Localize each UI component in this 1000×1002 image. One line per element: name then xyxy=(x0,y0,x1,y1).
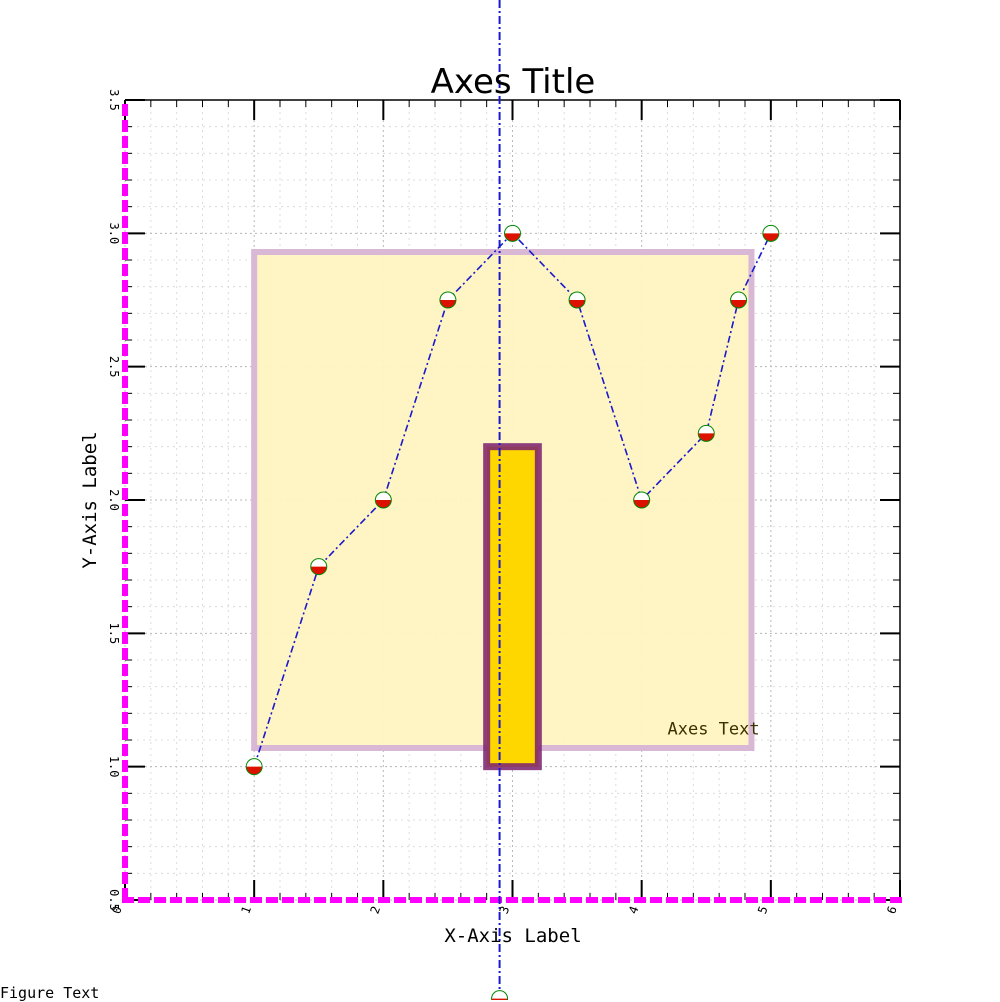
x-tick-label: 3 xyxy=(497,904,513,916)
data-point xyxy=(310,558,328,576)
marker-edge xyxy=(697,424,715,442)
marker-bottom-half xyxy=(246,766,263,775)
data-point xyxy=(439,291,457,309)
marker-bottom-half xyxy=(633,500,650,508)
marker-edge xyxy=(568,291,586,309)
data-point-extra xyxy=(491,990,509,1000)
x-tick-label: 2 xyxy=(368,904,384,916)
x-tick-label: 4 xyxy=(626,904,642,916)
marker-edge xyxy=(491,990,509,1000)
x-axis-label: X-Axis Label xyxy=(444,925,581,947)
y-tick-label: 3.0 xyxy=(107,222,121,244)
data-point xyxy=(633,491,651,509)
marker-edge xyxy=(310,558,328,576)
marker-edge xyxy=(439,291,457,309)
marker-top-half xyxy=(491,990,508,1000)
data-point xyxy=(374,491,392,509)
y-tick-label: 3.5 xyxy=(107,89,121,111)
marker-bottom-half xyxy=(698,433,715,442)
bar xyxy=(483,443,542,771)
marker-edge xyxy=(633,491,651,509)
y-tick-label: 2.5 xyxy=(107,356,121,378)
marker-bottom-half xyxy=(310,566,327,575)
y-axis-label: Y-Axis Label xyxy=(79,431,101,568)
marker-edge xyxy=(374,491,392,509)
y-tick-label: 2.0 xyxy=(107,489,121,511)
marker-edge xyxy=(245,758,263,776)
marker-bottom-half xyxy=(762,233,779,242)
data-point xyxy=(730,291,748,309)
ticks-layer xyxy=(124,99,901,901)
x-tick-label: 5 xyxy=(755,904,771,916)
marker-edge xyxy=(730,291,748,309)
x-tick-label: 6 xyxy=(884,904,900,916)
x-tick-label: 1 xyxy=(238,904,254,916)
series-line xyxy=(253,232,772,767)
marker-bottom-half xyxy=(730,300,747,308)
points-layer xyxy=(245,224,780,1000)
data-point xyxy=(568,291,586,309)
tick-labels: 0 1 2 3 4 5 6 0.5 1.0 1.5 2.0 2.5 3.0 3.5 xyxy=(107,89,900,916)
axes-title: Axes Title xyxy=(431,62,596,102)
marker-bottom-half xyxy=(504,233,521,242)
marker-edge xyxy=(762,224,780,242)
data-point xyxy=(697,424,715,442)
marker-edge xyxy=(504,224,521,242)
figure-text: Figure Text xyxy=(0,984,100,1002)
marker-bottom-half xyxy=(439,300,456,308)
data-point xyxy=(504,224,521,242)
data-point xyxy=(245,758,263,776)
y-tick-label: 1.0 xyxy=(107,756,121,778)
y-tick-label: 1.5 xyxy=(107,622,121,644)
data-point xyxy=(762,224,780,242)
y-tick-label: 0.5 xyxy=(107,889,121,911)
marker-bottom-half xyxy=(569,300,586,308)
marker-bottom-half xyxy=(375,500,392,508)
x-tick-label: 0 xyxy=(109,904,125,916)
axes-text-annotation: Axes Text xyxy=(668,720,760,740)
